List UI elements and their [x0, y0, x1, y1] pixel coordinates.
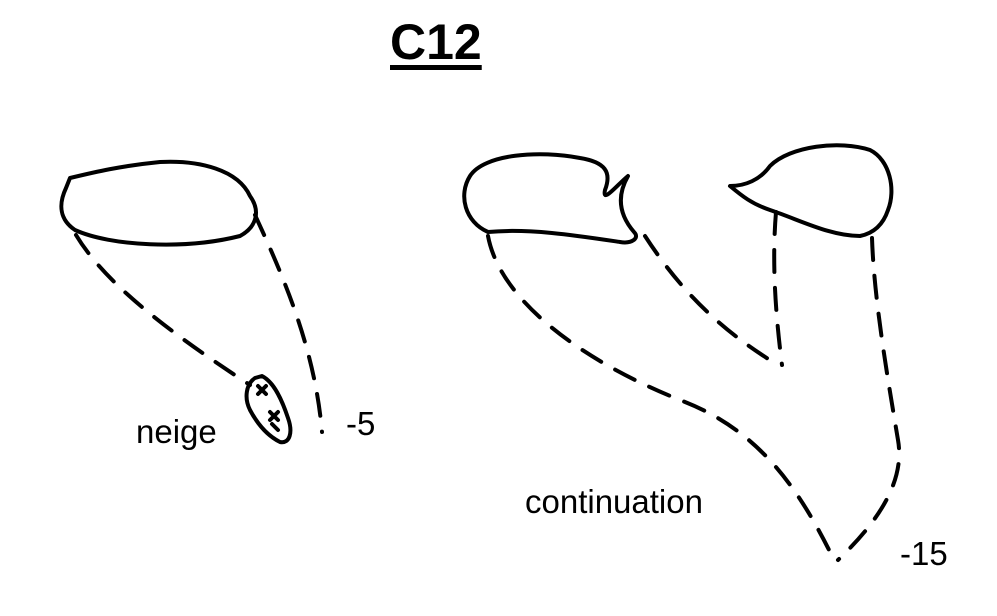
middle-entrance-outline	[462, 152, 638, 245]
snow-patch-marks	[256, 384, 280, 432]
snow-patch-outline	[244, 374, 293, 445]
page-title: C12	[390, 14, 482, 70]
depth-label-left: -5	[346, 405, 376, 442]
depth-label-right: -15	[900, 535, 948, 572]
continuation-label: continuation	[525, 483, 703, 520]
left-entrance-outline	[59, 159, 258, 247]
middle-passage-inner-wall	[643, 234, 780, 367]
right-passage-inner-wall	[772, 210, 784, 367]
snow-label: neige	[136, 413, 217, 450]
right-passage-outer-wall	[836, 236, 902, 562]
middle-passage-outer-wall	[486, 234, 837, 564]
left-passage-outer-wall	[74, 233, 252, 387]
right-entrance-outline	[728, 143, 894, 238]
left-passage-inner-wall	[253, 213, 324, 434]
